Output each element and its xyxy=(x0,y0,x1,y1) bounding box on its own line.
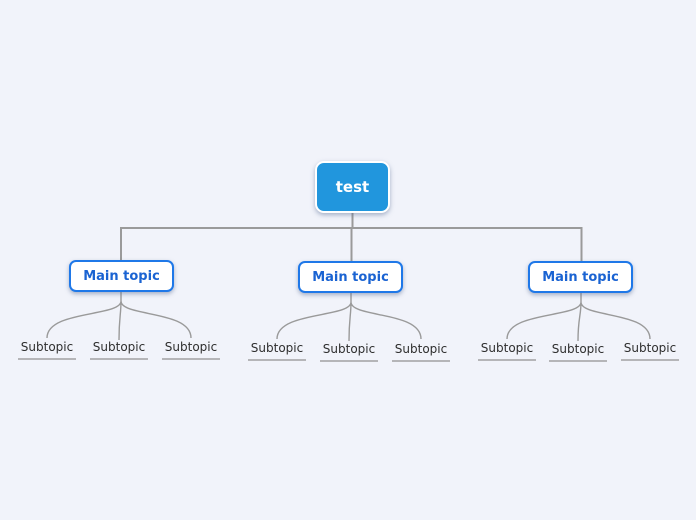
subtopic-label: Subtopic xyxy=(551,342,605,356)
main-topic-label: Main topic xyxy=(312,269,389,285)
root-topic-node[interactable]: test xyxy=(315,161,390,213)
subtopic-node-1-3[interactable]: Subtopic xyxy=(162,339,220,360)
subtopic-node-2-3[interactable]: Subtopic xyxy=(392,341,450,362)
subtopic-node-2-1[interactable]: Subtopic xyxy=(248,340,306,361)
main2-branch-connector xyxy=(276,293,422,342)
main-topic-node-3[interactable]: Main topic xyxy=(528,261,633,293)
subtopic-label: Subtopic xyxy=(322,342,376,356)
subtopic-label: Subtopic xyxy=(164,340,218,354)
subtopic-node-1-2[interactable]: Subtopic xyxy=(90,339,148,360)
main-topic-node-2[interactable]: Main topic xyxy=(298,261,403,293)
main-topic-node-1[interactable]: Main topic xyxy=(69,260,174,292)
subtopic-node-3-3[interactable]: Subtopic xyxy=(621,340,679,361)
root-topic-label: test xyxy=(335,178,370,196)
subtopic-node-3-2[interactable]: Subtopic xyxy=(549,341,607,362)
subtopic-label: Subtopic xyxy=(250,341,304,355)
main-topic-label: Main topic xyxy=(83,268,160,284)
main1-branch-connector xyxy=(46,292,192,341)
subtopic-label: Subtopic xyxy=(623,341,677,355)
subtopic-node-2-2[interactable]: Subtopic xyxy=(320,341,378,362)
subtopic-label: Subtopic xyxy=(92,340,146,354)
subtopic-label: Subtopic xyxy=(394,342,448,356)
subtopic-node-1-1[interactable]: Subtopic xyxy=(18,339,76,360)
root-to-mains-connector xyxy=(120,211,583,261)
subtopic-label: Subtopic xyxy=(480,341,534,355)
subtopic-label: Subtopic xyxy=(20,340,74,354)
main-topic-label: Main topic xyxy=(542,269,619,285)
main3-branch-connector xyxy=(506,293,651,342)
subtopic-node-3-1[interactable]: Subtopic xyxy=(478,340,536,361)
